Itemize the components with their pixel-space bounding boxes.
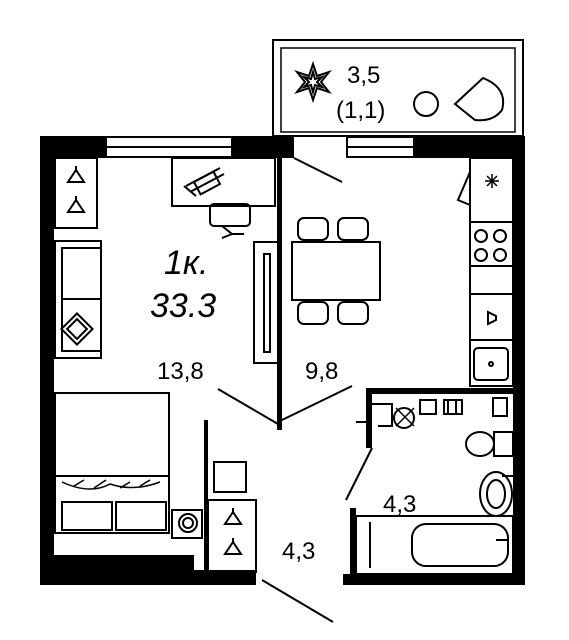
balcony-table-icon — [413, 91, 439, 117]
kitchen-counter — [456, 157, 514, 387]
wardrobe-hall — [207, 499, 257, 573]
stove-icon — [474, 229, 507, 262]
kitchen-area: 9,8 — [305, 358, 338, 385]
sofa — [54, 240, 102, 359]
kitchen-appliance-icon — [487, 310, 497, 326]
living-door — [217, 388, 279, 425]
entrance-door — [261, 579, 334, 623]
bathroom-sink-icon — [479, 471, 513, 517]
plant-icon — [294, 60, 332, 104]
dining-table — [291, 217, 381, 325]
balcony-area: 3,5 — [347, 62, 380, 89]
balcony-door — [293, 157, 343, 183]
walls — [40, 136, 525, 585]
toilet-icon — [465, 431, 514, 457]
hallway-area: 4,3 — [282, 538, 315, 565]
apartment-type: 1к. — [164, 244, 208, 282]
window-living — [105, 136, 233, 158]
fridge-icon — [485, 174, 499, 188]
desk — [171, 157, 276, 207]
bathtub — [355, 515, 514, 575]
boiler — [171, 509, 203, 539]
living-room-area: 13,8 — [157, 358, 204, 385]
balcony-area-reduced: (1,1) — [336, 97, 385, 124]
hallway-cabinet — [213, 461, 247, 493]
bathroom-area: 4,3 — [383, 491, 416, 518]
wardrobe-top — [54, 157, 98, 229]
kitchen-sink-icon — [473, 347, 509, 381]
kitchen-door — [281, 385, 353, 421]
bed — [54, 392, 170, 534]
tv-stand — [253, 241, 279, 364]
office-chair — [209, 203, 251, 239]
bathroom-fixtures — [345, 397, 508, 501]
apartment-total-area: 33.3 — [150, 287, 216, 325]
balcony-chair-icon — [453, 76, 505, 122]
window-kitchen — [346, 136, 415, 158]
balcony — [272, 39, 524, 137]
